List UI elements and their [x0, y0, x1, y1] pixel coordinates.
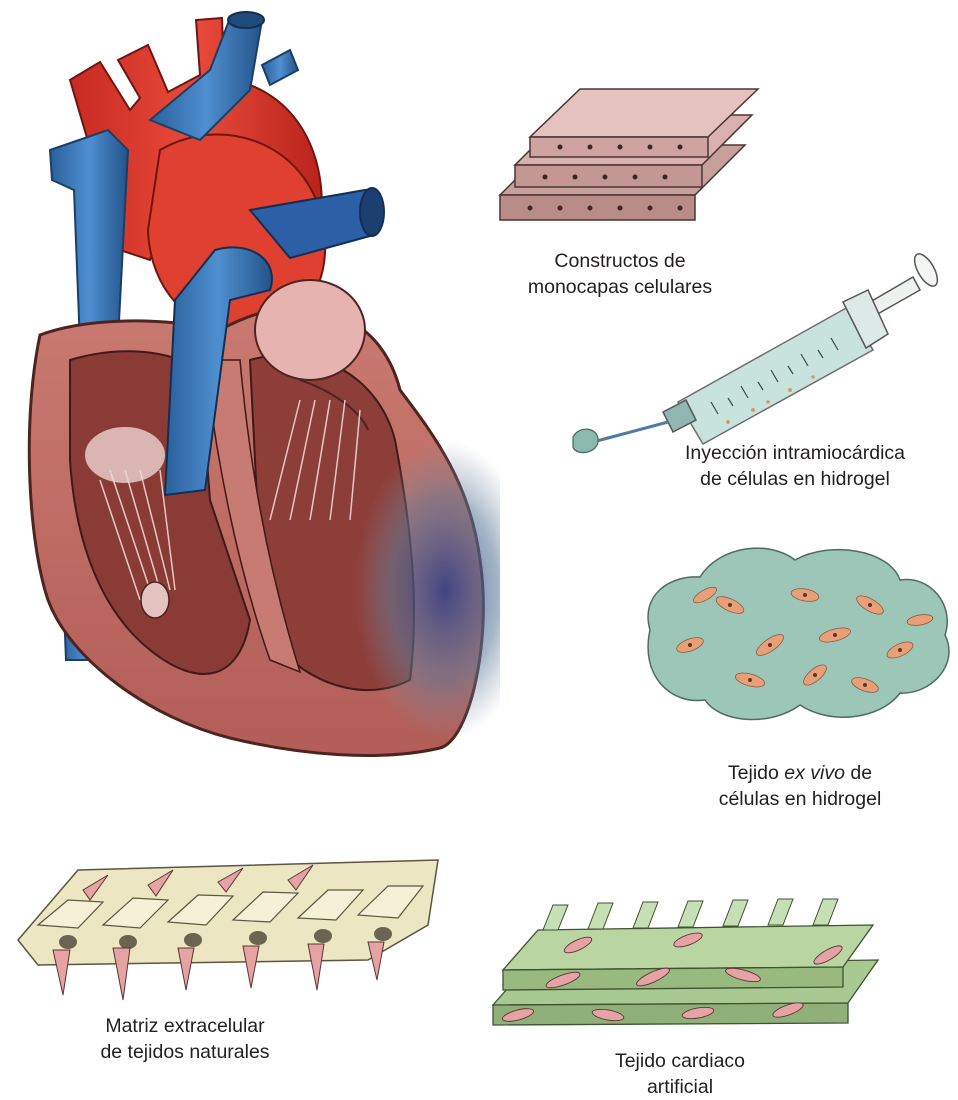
heart-illustration [0, 0, 500, 790]
caption-exvivo-pre: Tejido [728, 762, 784, 784]
caption-exvivo-line2: células en hidrogel [690, 786, 910, 812]
hydrogel-tissue-icon [630, 535, 958, 730]
caption-ecm: Matriz extracelular de tejidos naturales [75, 1013, 295, 1065]
caption-ecm-line2: de tejidos naturales [75, 1039, 295, 1065]
caption-exvivo-italic: ex vivo [784, 762, 845, 784]
caption-exvivo-line1: Tejido ex vivo de [690, 760, 910, 786]
syringe-icon [568, 252, 948, 462]
caption-injection-line1: Inyección intramiocárdica [660, 440, 930, 466]
caption-ecm-line1: Matriz extracelular [75, 1013, 295, 1039]
caption-artificial-line2: artificial [580, 1074, 780, 1100]
caption-injection: Inyección intramiocárdica de células en … [660, 440, 930, 492]
caption-artificial-line1: Tejido cardiaco [580, 1048, 780, 1074]
extracellular-matrix-icon [8, 830, 448, 1010]
cell-monolayer-stack-icon [490, 85, 760, 235]
caption-exvivo: Tejido ex vivo de células en hidrogel [690, 760, 910, 812]
caption-injection-line2: de células en hidrogel [660, 466, 930, 492]
caption-exvivo-post: de [845, 762, 872, 784]
caption-artificial: Tejido cardiaco artificial [580, 1048, 780, 1100]
artificial-tissue-icon [488, 895, 883, 1035]
